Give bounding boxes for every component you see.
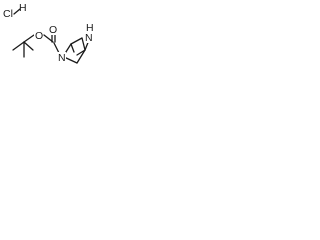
carbonyl-oxygen-bg (48, 24, 57, 35)
hcl-bond (13, 8, 21, 15)
chemical-structure: Cl H O O N N H (3, 2, 94, 64)
ring-bond-2 (70, 37, 83, 45)
ester-oxygen-label: O (35, 30, 43, 42)
amine-nitrogen-label: N (85, 32, 93, 44)
amine-nitrogen-bg (84, 32, 93, 43)
carbamate-nitrogen-label: N (58, 52, 66, 64)
tbutyl-methyl-bond-1 (12, 41, 25, 51)
carbamate-nitrogen-bg (57, 52, 66, 63)
chlorine-label: Cl (3, 8, 13, 20)
ring-bond-5 (81, 37, 86, 51)
tbutyl-oxygen-bond (23, 34, 35, 43)
tbutyl-methyl-bond-2 (23, 41, 34, 51)
ring-bridge-bond (70, 43, 75, 53)
ring-bond-3 (63, 56, 78, 64)
hydrogen-label: H (19, 2, 27, 14)
amine-hydrogen-label: H (86, 22, 94, 34)
ester-oxygen-bg (34, 30, 43, 41)
ring-bridge-bond-2 (76, 49, 86, 56)
carbonyl-oxygen-label: O (49, 24, 57, 36)
ring-bond-4 (76, 49, 86, 64)
